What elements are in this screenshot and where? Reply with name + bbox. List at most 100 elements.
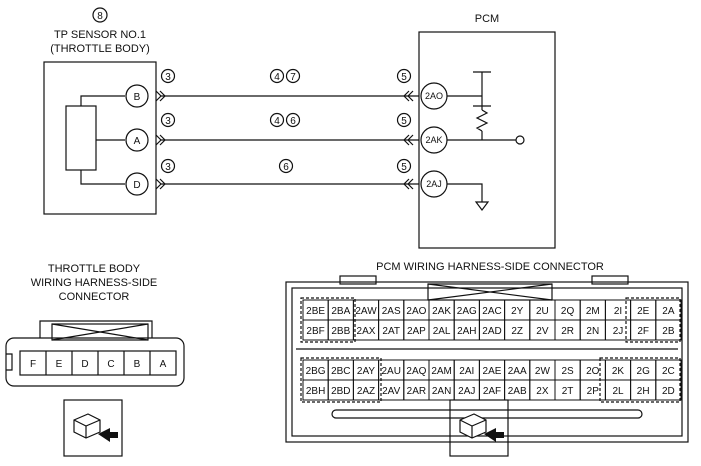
pcm-pin-label: 2D (662, 386, 675, 397)
ref-circle-w3-left (160, 158, 176, 174)
pcm-pin-label: 2AD (482, 326, 501, 337)
plug-icon-right (459, 413, 504, 442)
pcm-pin-label: 2I (614, 306, 622, 317)
ref-circle-w2-mid1 (269, 112, 285, 128)
ref-circle-w1-right (396, 68, 412, 84)
ref-circle-sensor (92, 7, 108, 23)
plug-icon-frame-left (63, 399, 123, 457)
pcm-pin-label: 2AC (482, 306, 501, 317)
pcm-pin-label: 2BF (306, 326, 324, 337)
throttle-pin-c: C (107, 359, 114, 370)
pcm-pin-label: 2AJ (458, 386, 475, 397)
sensor-lead-b (80, 95, 125, 106)
pcm-pin-label: 2BA (331, 306, 350, 317)
pcm-pin-label: 2Y (511, 306, 524, 317)
pcm-pin-label: 2Z (511, 326, 523, 337)
throttle-connector-latch (39, 320, 153, 338)
wire2-mid-ref-1: 4 (274, 116, 280, 127)
throttle-pin-f: F (30, 359, 36, 370)
pcm-pin-label: 2H (637, 386, 650, 397)
pcm-pin-label: 2AS (382, 306, 401, 317)
sensor-pin-d: D (133, 180, 140, 191)
wire2-left-ref: 3 (165, 116, 171, 127)
wire1-left-ref: 3 (165, 72, 171, 83)
throttle-connector-side-notch (6, 353, 13, 371)
sensor-pin-b: B (134, 92, 141, 103)
pcm-pin-2ao: 2AO (425, 91, 443, 101)
pcm-resistor (475, 109, 489, 132)
pcm-pin-label: 2V (536, 326, 549, 337)
pcm-pin-2ak: 2AK (425, 135, 442, 145)
pcm-pin-label: 2C (662, 366, 675, 377)
pcm-pin-label: 2AH (457, 326, 476, 337)
pcm-pin-2aj: 2AJ (426, 179, 442, 189)
connector-chevron-right-1 (403, 90, 414, 102)
pcm-pin-label: 2AZ (357, 386, 375, 397)
pcm-pin-cell (655, 379, 682, 401)
pcm-pin-label: 2AL (433, 326, 451, 337)
connector-chevron-right-2 (403, 134, 414, 146)
pcm-connector-title: PCM WIRING HARNESS-SIDE CONNECTOR (376, 261, 604, 273)
connector-chevron-left-3 (155, 178, 166, 190)
sensor-ref-number: 8 (97, 11, 103, 22)
pcm-int-wire-3 (447, 183, 483, 202)
pcm-connector-bottom-rail (331, 409, 643, 419)
pcm-pin-label: 2AR (407, 386, 426, 397)
pcm-pin-label: 2AK (432, 306, 451, 317)
sensor-title-line2: (THROTTLE BODY) (50, 43, 150, 55)
pcm-pin-label: 2AP (407, 326, 426, 337)
pcm-pin-label: 2W (535, 366, 551, 377)
sensor-lead-d (80, 170, 125, 185)
pcm-pin-label: 2AM (431, 366, 452, 377)
pcm-signal-terminal (515, 135, 525, 145)
pcm-connector-tab-left (339, 275, 377, 285)
pcm-pin-label: 2AB (508, 386, 527, 397)
wire3-right-ref: 5 (401, 162, 407, 173)
pcm-pin-label: 2U (536, 306, 549, 317)
pcm-pin-label: 2B (662, 326, 675, 337)
pcm-pin-label: 2P (587, 386, 600, 397)
throttle-connector-lock (51, 323, 149, 341)
pcm-pin-label: 2AG (457, 306, 477, 317)
sensor-pin-d-circle (125, 172, 149, 196)
pcm-pin-label: 2AA (508, 366, 527, 377)
ref-circle-w2-right (396, 112, 412, 128)
pcm-pin-label: 2T (562, 386, 574, 397)
pcm-box (418, 31, 556, 249)
pcm-pin-label: 2Q (561, 306, 575, 317)
pcm-pin-label: 2BH (306, 386, 325, 397)
sensor-element (65, 105, 97, 171)
wire1-right-ref: 5 (401, 72, 407, 83)
pcm-pin-label: 2AO (406, 306, 426, 317)
wire1-mid-ref-1: 4 (274, 72, 280, 83)
pcm-pin-label: 2BG (306, 366, 326, 377)
pcm-pin-label: 2R (561, 326, 574, 337)
pcm-pin-label: 2BE (306, 306, 325, 317)
throttle-connector-outline (5, 337, 185, 387)
throttle-pin-b: B (134, 359, 141, 370)
ref-circle-w1-left (160, 68, 176, 84)
pcm-pin-label: 2O (586, 366, 600, 377)
pcm-pin-label: 2AV (382, 386, 400, 397)
throttle-connector-title-1: THROTTLE BODY (48, 263, 141, 275)
pcm-pin-label: 2BB (331, 326, 350, 337)
pcm-pin-label: 2AX (357, 326, 376, 337)
sensor-pin-a-circle (125, 128, 149, 152)
throttle-pin-e: E (56, 359, 63, 370)
ground-symbol (474, 201, 490, 211)
wire3-mid-ref-1: 6 (283, 162, 289, 173)
pcm-connector-outer (285, 281, 689, 443)
throttle-connector-title-2: WIRING HARNESS-SIDE (31, 277, 158, 289)
pcm-pin-label: 2M (586, 306, 600, 317)
wire3-left-ref: 3 (165, 162, 171, 173)
pcm-pin-label: 2BC (331, 366, 350, 377)
ref-circle-w3-mid1 (278, 158, 294, 174)
throttle-pin-d: D (81, 359, 88, 370)
pcm-pin-label: 2K (612, 366, 625, 377)
wire2-right-ref: 5 (401, 116, 407, 127)
pcm-pin-label: 2AT (382, 326, 400, 337)
pcm-title: PCM (475, 13, 499, 25)
pcm-pin-label: 2AE (483, 366, 502, 377)
